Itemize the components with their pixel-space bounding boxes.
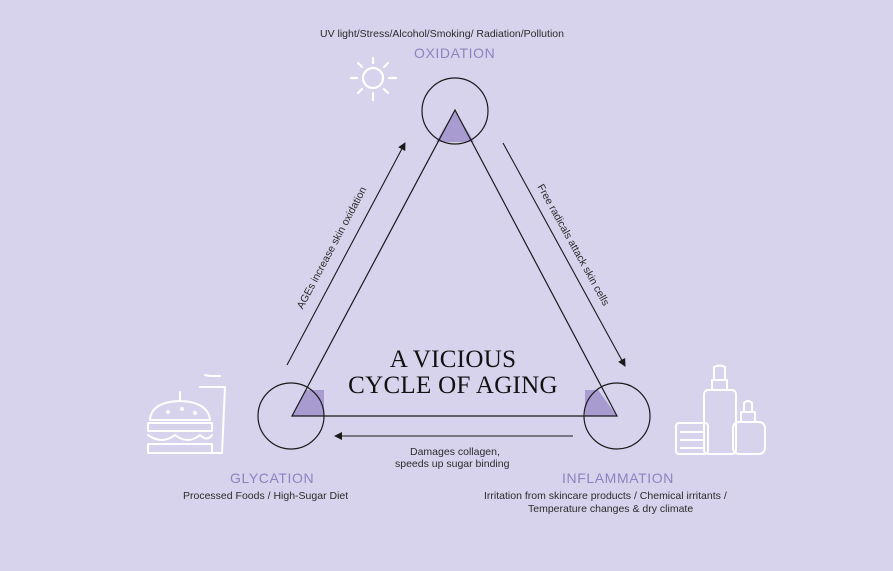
title-line-2: CYCLE OF AGING [348,372,558,399]
inflammation-circle [583,382,651,450]
diagram-title: A VICIOUS CYCLE OF AGING [326,347,580,399]
sun-icon [349,56,398,102]
inflammation-causes-line-2: Temperature changes & dry climate [528,503,694,515]
oxidation-causes: UV light/Stress/Alcohol/Smoking/ Radiati… [320,28,564,40]
arrow-bottom-label-2: speeds up sugar binding [395,458,510,470]
arrow-left [286,142,406,366]
glycation-causes: Processed Foods / High-Sugar Diet [183,490,349,502]
skincare-bottles-icon [675,364,766,455]
oxidation-circle [421,77,489,145]
oxidation-label: OXIDATION [414,45,496,61]
arrow-bottom-label-1: Damages collagen, [410,446,500,458]
main-triangle [291,108,618,417]
inflammation-causes-line-1: Irritation from skincare products / Chem… [484,490,727,502]
corner-fills [292,110,617,416]
title-line-1: A VICIOUS [389,346,517,373]
glycation-circle [257,382,325,450]
arrow-right [502,142,626,367]
glycation-label: GLYCATION [230,470,315,486]
burger-drink-icon [147,374,226,454]
inflammation-label: INFLAMMATION [562,470,674,486]
